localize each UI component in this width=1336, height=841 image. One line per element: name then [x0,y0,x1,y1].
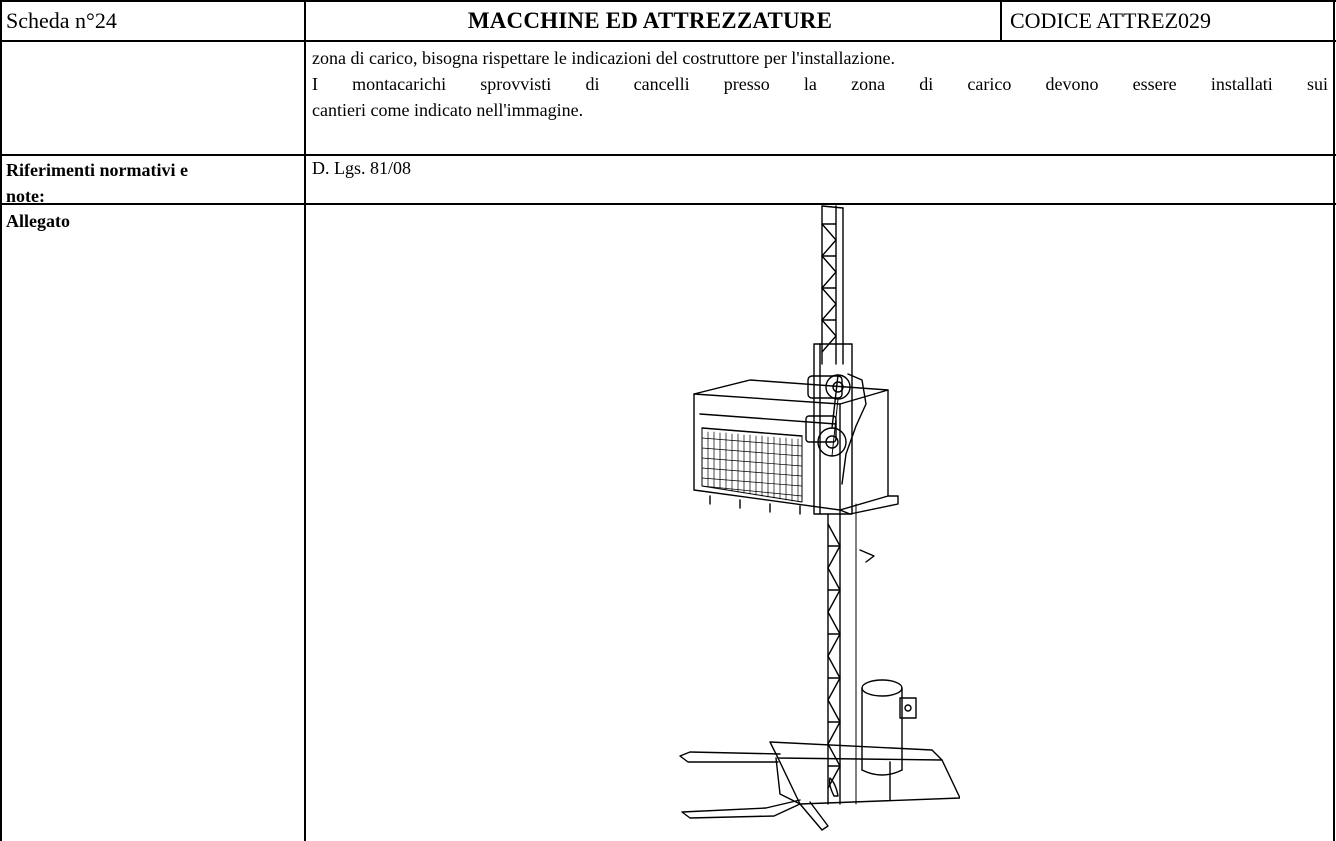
references-bottom-border [0,203,1336,205]
references-value: D. Lgs. 81/08 [312,158,411,178]
table-right-border [1333,0,1335,841]
winch-motor [805,373,867,485]
header-bottom-border [0,40,1336,42]
label-column-divider [304,0,306,841]
description-line-2: I montacarichi sprovvisti di cancelli pr… [312,74,1328,94]
document-title: MACCHINE ED ATTREZZATURE [467,8,833,33]
description-line-1: zona di carico, bisogna rispettare le in… [312,48,896,68]
references-label-line-2: note: [6,186,45,206]
description-bottom-border [0,154,1336,156]
platform-cage [693,379,899,515]
table-top-border [0,0,1336,2]
equipment-code: CODICE ATTREZ029 [1010,8,1212,33]
base-frame [679,741,960,831]
references-label-line-1: Riferimenti normativi e [6,160,188,180]
mast-upper [821,205,844,365]
mast-lower [827,503,875,805]
hoist-illustration [679,205,960,831]
carriage-frame [813,343,853,515]
table-left-border [0,0,2,841]
code-column-divider [1000,0,1002,41]
control-cylinder [861,679,917,776]
description-line-3: cantieri come indicato nell'immagine. [312,100,584,120]
description-text: zona di carico, bisogna rispettare le in… [312,45,1328,123]
attachment-label: Allegato [6,211,70,231]
sheet-number: Scheda n°24 [6,8,117,33]
references-label: Riferimenti normativi e note: [6,157,300,209]
